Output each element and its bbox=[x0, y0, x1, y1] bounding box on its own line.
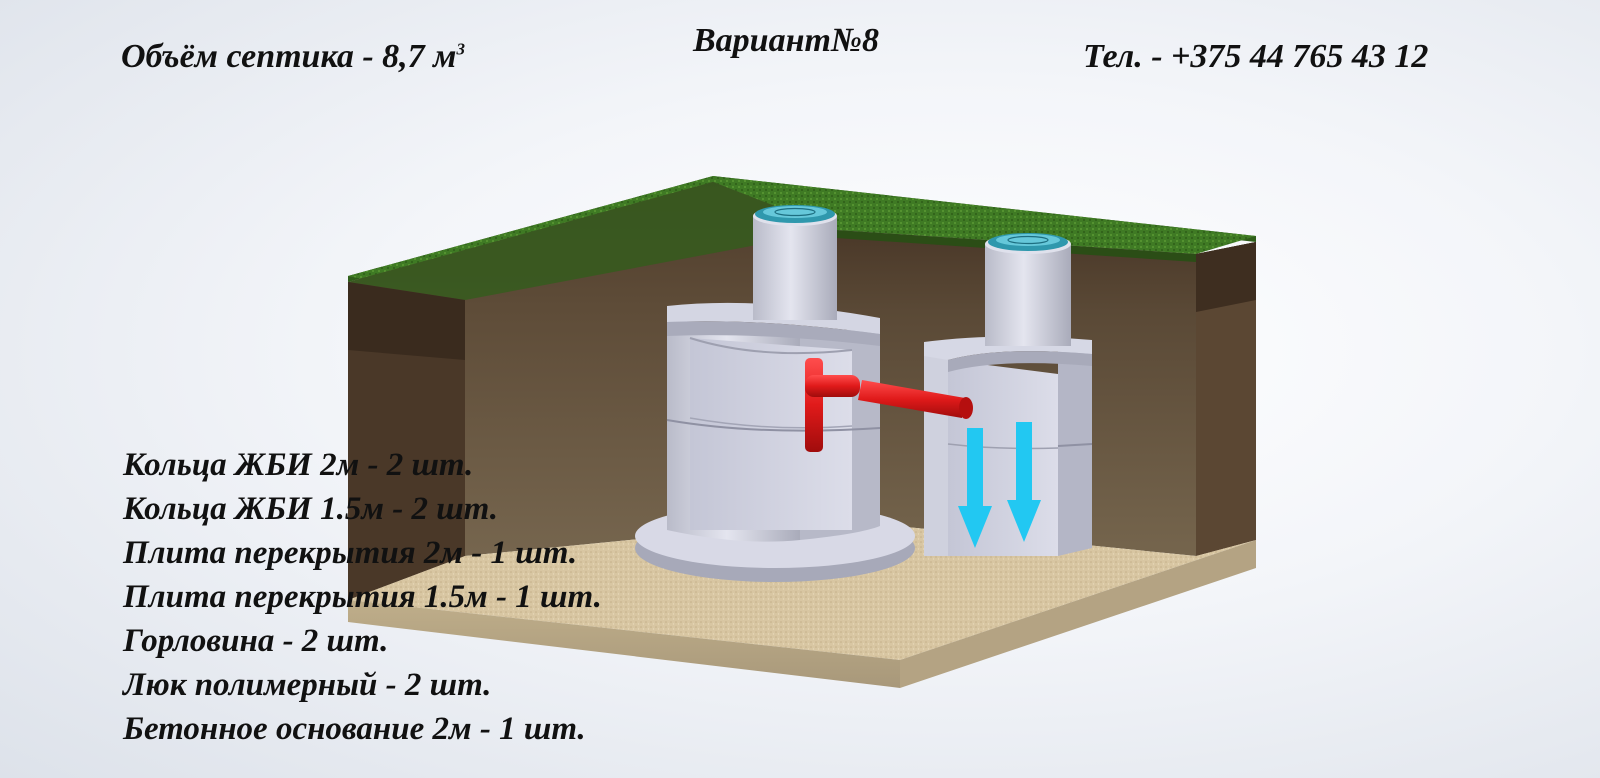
parts-list-item: Плита перекрытия 1.5м - 1 шт. bbox=[123, 579, 602, 615]
overflow-pipe bbox=[805, 358, 973, 452]
variant-title: Вариант№8 bbox=[693, 22, 880, 59]
parts-list-item: Люк полимерный - 2 шт. bbox=[123, 667, 492, 703]
septic-volume-label: Объём септика - 8,7 м3 bbox=[121, 38, 465, 75]
down-arrow-icon bbox=[1007, 422, 1041, 542]
parts-list-item: Горловина - 2 шт. bbox=[123, 623, 389, 659]
manhole-neck bbox=[753, 216, 837, 320]
manhole-neck bbox=[985, 244, 1071, 346]
parts-list-item: Плита перекрытия 2м - 1 шт. bbox=[123, 535, 578, 571]
parts-list: Кольца ЖБИ 2м - 2 шт. Кольца ЖБИ 1.5м - … bbox=[123, 443, 602, 751]
parts-list-item: Кольца ЖБИ 1.5м - 2 шт. bbox=[123, 491, 499, 527]
phone-number: Тел. - +375 44 765 43 12 bbox=[1083, 38, 1429, 75]
parts-list-item: Кольца ЖБИ 2м - 2 шт. bbox=[123, 447, 474, 483]
down-arrow-icon bbox=[958, 428, 992, 548]
parts-list-item: Бетонное основание 2м - 1 шт. bbox=[123, 711, 586, 747]
